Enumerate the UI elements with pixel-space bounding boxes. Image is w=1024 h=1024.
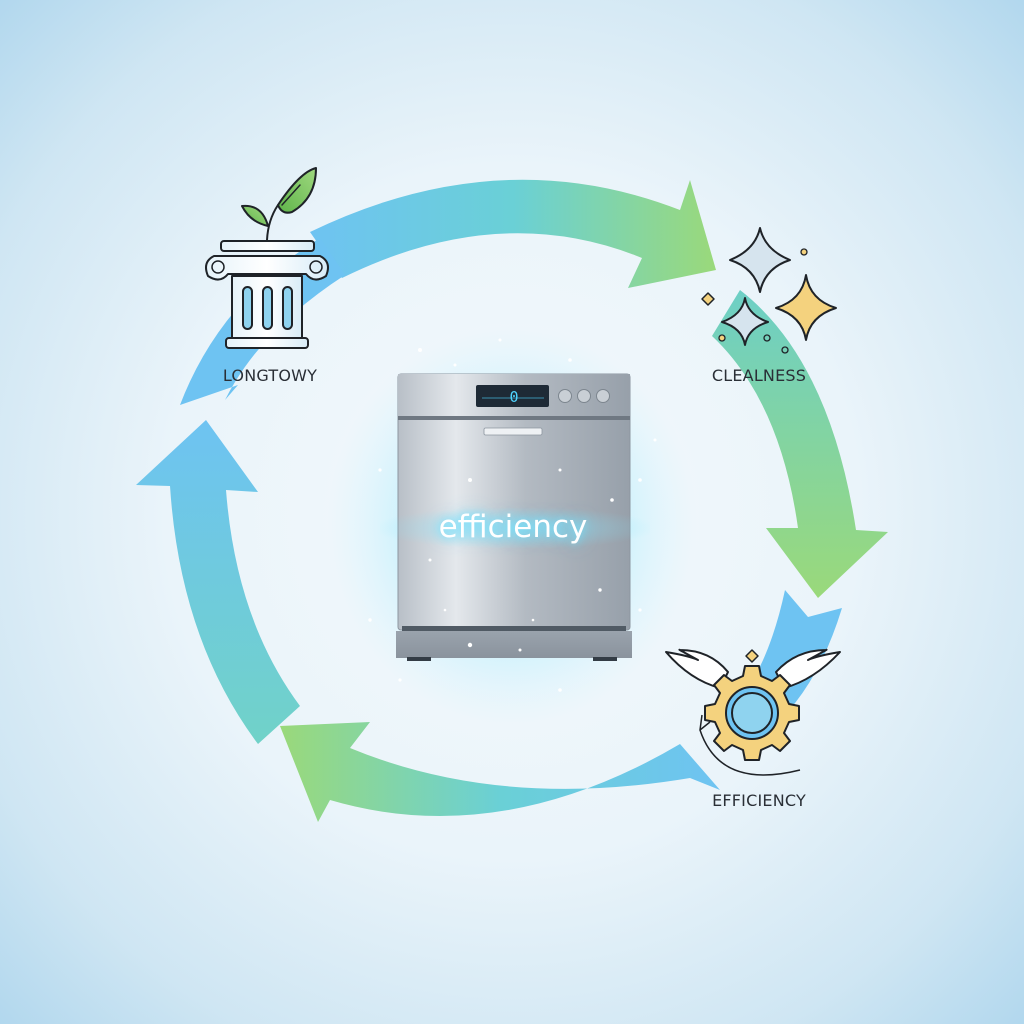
cycle-arrow-right (712, 290, 888, 598)
sparkles-icon (701, 227, 837, 354)
control-knob-3 (596, 389, 610, 403)
sparkle-particles (368, 338, 657, 692)
cycle-arrow-left (136, 420, 300, 744)
control-knob-2 (577, 389, 591, 403)
node-label-longevity: LONGTOWY (222, 366, 318, 385)
cycle-arrow-top (310, 179, 716, 288)
dishwasher-icon: 0 (396, 373, 632, 661)
winged-gear-icon (665, 648, 841, 776)
node-label-cleanliness: CLEALNESS (711, 366, 807, 385)
display-digit: 0 (509, 388, 518, 406)
center-label-glow (380, 508, 650, 548)
pillar-with-sprout-icon (205, 167, 329, 349)
center-label: efficiency (438, 509, 588, 545)
cycle-arrow-bottom (280, 722, 720, 822)
control-knob-1 (558, 389, 572, 403)
door-handle (483, 427, 543, 436)
node-label-efficiency: EFFICIENCY (712, 791, 806, 810)
